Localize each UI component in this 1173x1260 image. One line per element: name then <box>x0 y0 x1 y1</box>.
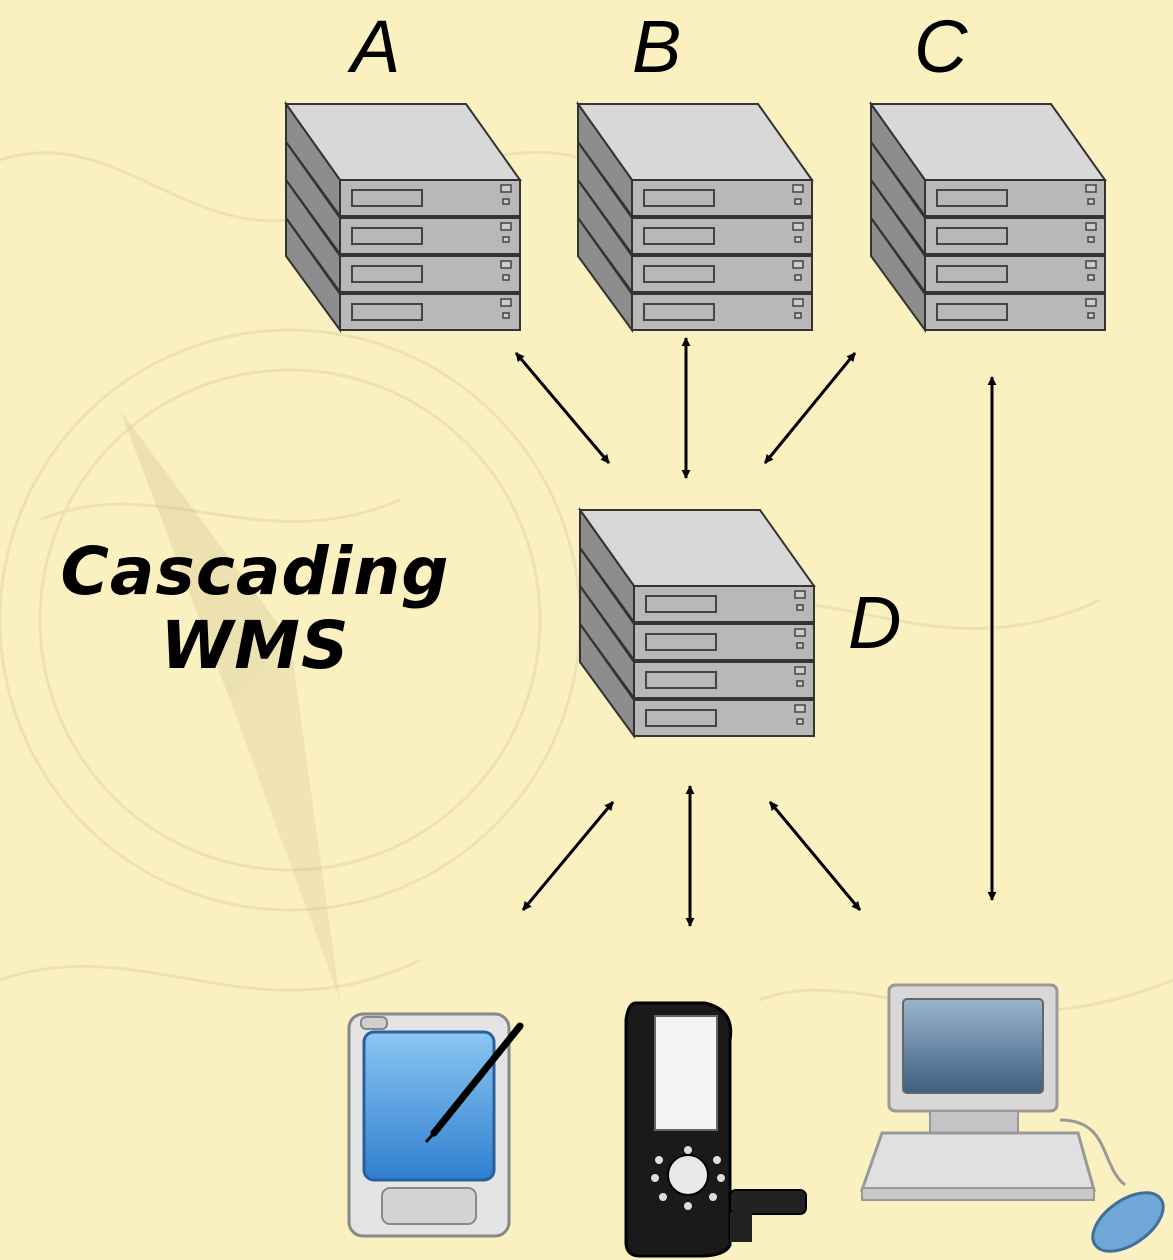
desktop-computer-icon <box>859 983 1165 1253</box>
server-a-label: A <box>351 5 401 88</box>
compass-needle <box>120 410 340 1000</box>
arrow-c-d <box>763 352 857 464</box>
server-c-label: C <box>914 5 968 88</box>
arrow-d-pda <box>521 801 615 911</box>
title-line-1: Cascading <box>60 533 450 610</box>
title-line-2: WMS <box>160 606 350 684</box>
server-c <box>870 103 1106 331</box>
arrow-d-desktop <box>768 801 862 911</box>
server-d-label: D <box>848 581 902 664</box>
pda-icon <box>347 1012 524 1238</box>
server-b <box>577 103 813 331</box>
server-d <box>579 509 815 737</box>
diagram-title: Cascading WMS <box>0 535 510 683</box>
mobile-phone-icon <box>624 1001 807 1258</box>
arrow-a-d <box>514 352 611 464</box>
server-a <box>285 103 521 331</box>
server-b-label: B <box>632 5 682 88</box>
